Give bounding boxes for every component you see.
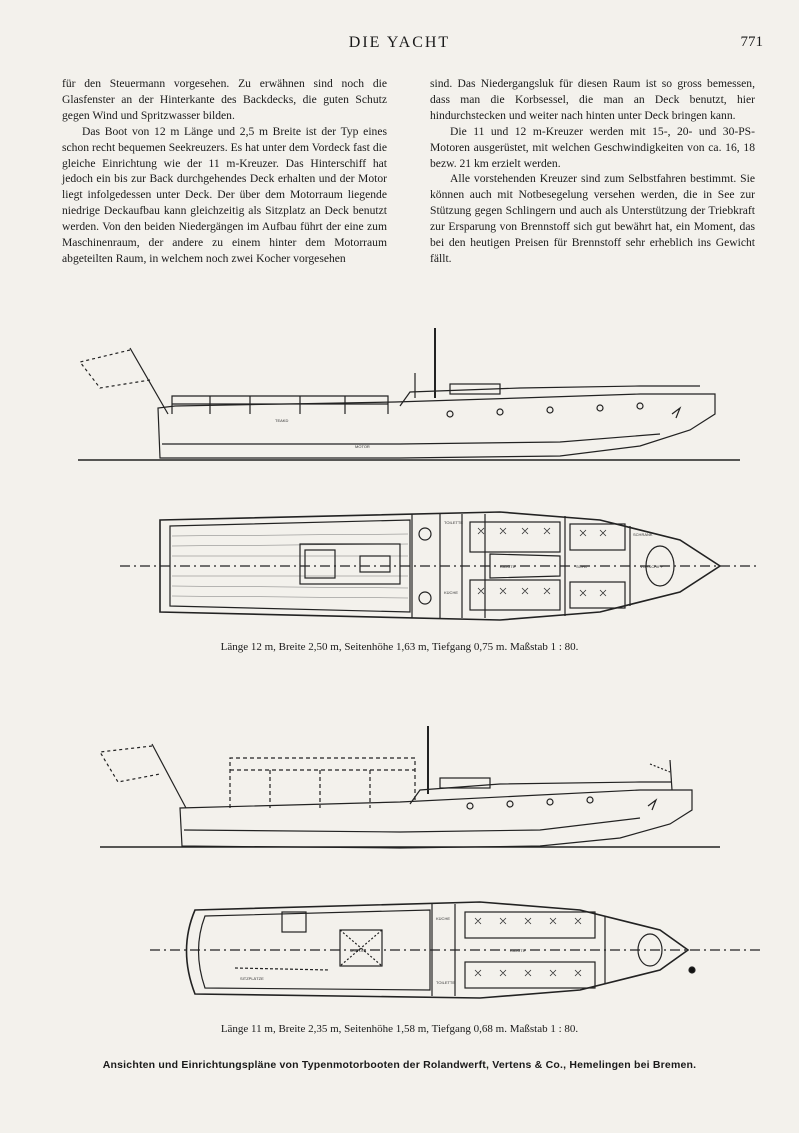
boat-12m-plan-view: TOILETTE KÜCHE KAJÜTE VORSCHIFF SCHRANK … [120, 511, 760, 621]
paragraph: sind. Das Niedergangsluk für diesen Raum… [430, 77, 755, 122]
figure-caption-11m: Länge 11 m, Breite 2,35 m, Seitenhöhe 1,… [220, 1023, 579, 1035]
motor-label: MOTOR [355, 444, 370, 449]
page-header: DIE YACHT 771 [0, 34, 799, 56]
text-column-right: sind. Das Niedergangsluk für diesen Raum… [430, 76, 755, 267]
paragraph: für den Steuermann vorgesehen. Zu erwähn… [62, 77, 387, 122]
journal-title: DIE YACHT [348, 34, 451, 51]
toilet-label: TOILETTE [436, 980, 455, 985]
seats-label: SITZPLÄTZE [240, 976, 264, 981]
motor-label: MOTOR [350, 948, 365, 953]
kitchen-label: KÜCHE [444, 590, 458, 595]
text-column-left: für den Steuermann vorgesehen. Zu erwähn… [62, 76, 387, 267]
cupboard-label: SCHRANK [633, 532, 653, 537]
boat-11m-plan-view: SITZPLÄTZE MOTOR KÜCHE TOILETTE KAJÜTE [150, 901, 760, 999]
cabin-label: KAJÜTE [510, 948, 526, 953]
sofa-label: SOFA [576, 564, 587, 569]
svg-text:TEAKD: TEAKD [275, 418, 288, 423]
paragraph: Die 11 und 12 m-Kreuzer werden mit 15-, … [430, 124, 755, 170]
toilet-label: TOILETTE [444, 520, 463, 525]
paragraph: Das Boot von 12 m Länge und 2,5 m Breite… [62, 124, 387, 265]
cabin-label: KAJÜTE [500, 564, 516, 569]
figure-caption-12m: Länge 12 m, Breite 2,50 m, Seitenhöhe 1,… [220, 641, 579, 653]
paragraph: Alle vorstehenden Kreuzer sind zum Selbs… [430, 172, 755, 265]
page-number: 771 [740, 34, 764, 50]
boat-11m-side-view [99, 726, 720, 849]
boat-12m-side-view: TEAKD MOTOR [78, 328, 740, 461]
kitchen-label: KÜCHE [436, 916, 450, 921]
forepeak-label: VORSCHIFF [640, 564, 664, 569]
figure-footer-caption: Ansichten und Einrichtungspläne von Type… [102, 1059, 697, 1071]
